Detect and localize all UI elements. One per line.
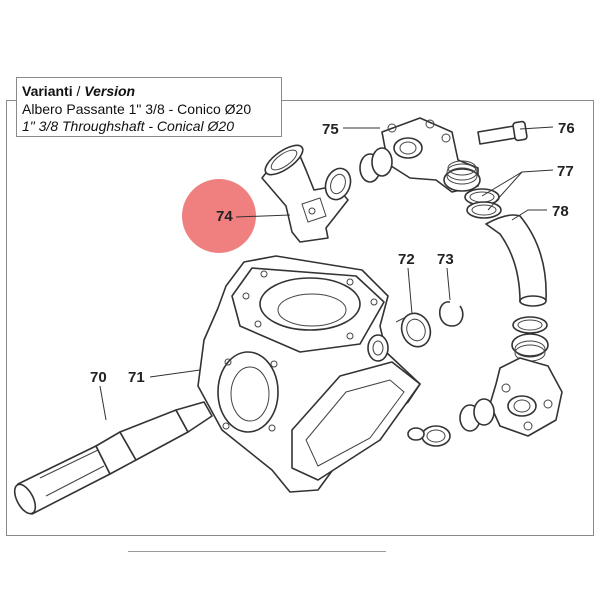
callout-75: 75 — [322, 121, 339, 138]
part-73-snap-ring[interactable] — [438, 301, 464, 327]
version-line-english: 1" 3/8 Throughshaft - Conical Ø20 — [22, 118, 234, 134]
part-74-elbow-fitting[interactable] — [261, 140, 355, 243]
lower-valve-manifold[interactable] — [407, 316, 563, 447]
highlight-marker — [182, 179, 256, 253]
part-75-valve-manifold[interactable] — [359, 117, 481, 193]
bottom-rule — [128, 551, 386, 552]
callout-77: 77 — [557, 163, 574, 180]
part-70-shaft[interactable] — [10, 401, 213, 517]
version-title: Varianti / Version — [22, 81, 281, 101]
callout-74: 74 — [216, 208, 233, 225]
leader-lines — [99, 126, 554, 421]
callout-71: 71 — [128, 369, 145, 386]
callout-72: 72 — [398, 251, 415, 268]
part-77-o-rings[interactable] — [464, 188, 502, 219]
version-box: Varianti / Version Albero Passante 1" 3/… — [16, 77, 282, 137]
callout-76: 76 — [558, 120, 575, 137]
version-title-it: Varianti — [22, 83, 73, 99]
version-line-italian: Albero Passante 1" 3/8 - Conico Ø20 — [22, 101, 252, 117]
part-71-pump-body[interactable] — [197, 255, 421, 493]
version-title-en: Version — [84, 83, 136, 99]
callout-78: 78 — [552, 203, 569, 220]
part-76-bolt[interactable] — [477, 120, 528, 145]
diagram-frame — [6, 100, 594, 536]
part-72-seal-ring[interactable] — [395, 309, 435, 351]
callout-70: 70 — [90, 369, 107, 386]
callout-73: 73 — [437, 251, 454, 268]
version-title-separator: / — [76, 83, 81, 99]
part-78-curved-pipe[interactable] — [485, 214, 547, 307]
